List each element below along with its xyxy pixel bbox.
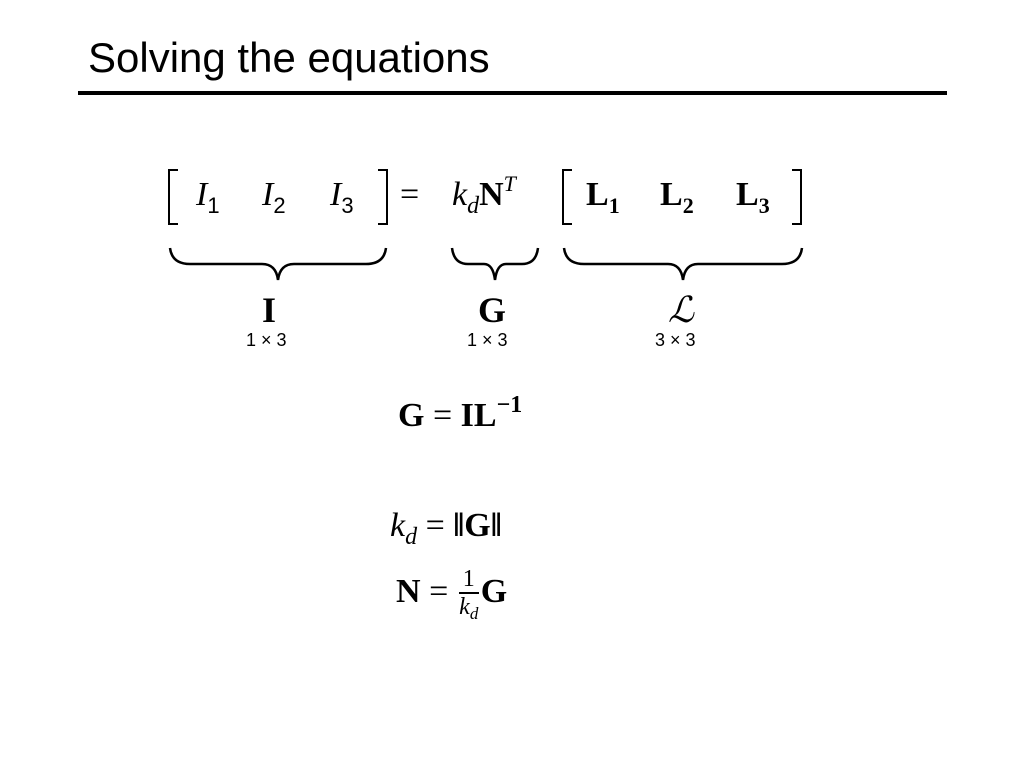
kd-symbol: kdNT [452,171,516,219]
fraction-one-over-kd: 1 kd [458,566,479,623]
left-matrix-close-bracket [378,169,388,225]
title-underline [78,91,947,95]
label-i: I [262,290,277,330]
right-matrix-close-bracket [792,169,802,225]
dim-i: 1 × 3 [246,330,287,350]
slide-title: Solving the equations [88,34,490,81]
right-matrix-open-bracket [562,169,572,225]
left-matrix-open-bracket [168,169,178,225]
dim-l: 3 × 3 [655,330,696,350]
matrix-entry-l3: L3 [736,176,770,218]
underbrace-g [450,247,540,281]
matrix-entry-i1: I1 [196,176,220,218]
matrix-entry-i3: I3 [330,176,354,218]
underbrace-l [562,247,804,281]
matrix-entry-l2: L2 [660,176,694,218]
matrix-entry-l1: L1 [586,176,620,218]
label-g: G [478,290,507,330]
equation-g-equals-il-inverse: G = IL−1 [398,392,523,434]
equation-n-equals-g-over-kd: N = 1 kd G [396,566,508,623]
equation-kd-equals-norm-g: kd = ‖G‖ [390,507,502,550]
matrix-entry-i2: I2 [262,176,286,218]
dim-g: 1 × 3 [467,330,508,350]
main-equals-sign: = [400,176,420,213]
underbrace-i [168,247,388,281]
label-l: ℒ [668,290,694,330]
